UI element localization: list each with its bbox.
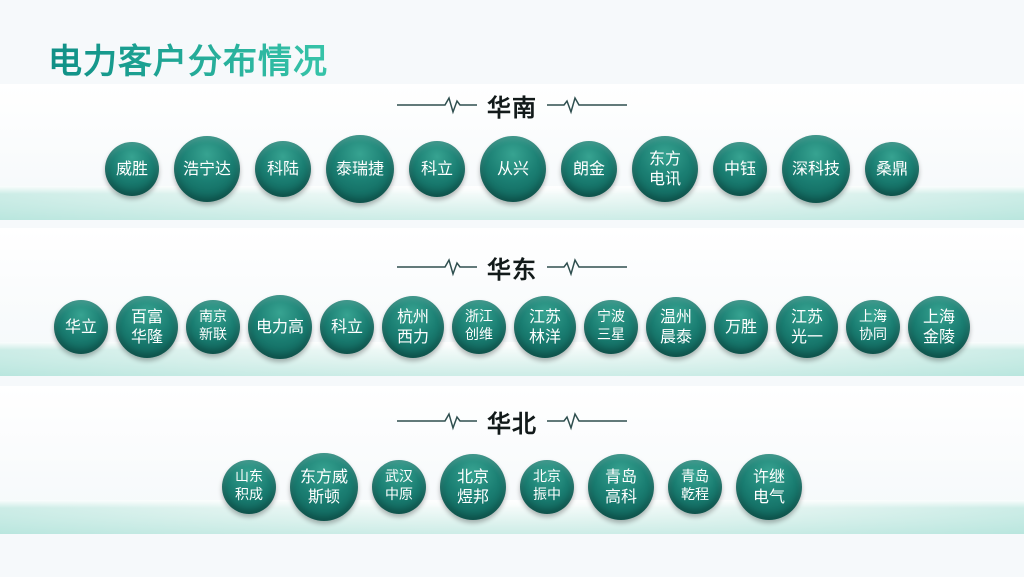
customer-bubble: 宁波 三星	[584, 300, 638, 354]
customer-name: 青岛 乾程	[681, 469, 709, 503]
customer-bubble: 浩宁达	[174, 136, 240, 202]
heartbeat-line-icon	[547, 96, 627, 115]
customer-bubble: 浙江 创维	[452, 300, 506, 354]
customer-bubble: 上海 金陵	[908, 296, 970, 358]
region-header-north: 华北	[0, 406, 1024, 438]
customer-bubble: 威胜	[105, 142, 159, 196]
customer-bubble: 泰瑞捷	[326, 135, 394, 203]
customer-name: 温州 晨泰	[659, 306, 692, 346]
customer-bubble: 青岛 乾程	[668, 460, 722, 514]
customer-name: 青岛 高科	[604, 466, 637, 506]
customer-bubble: 许继 电气	[736, 454, 802, 520]
heartbeat-line-icon	[397, 258, 477, 277]
heartbeat-line-icon	[397, 412, 477, 431]
customer-name: 许继 电气	[752, 466, 785, 506]
customer-name: 江苏 光一	[790, 306, 823, 346]
region-header-south: 华南	[0, 90, 1024, 122]
region-title: 华南	[487, 93, 537, 122]
customer-name: 朗金	[572, 158, 605, 178]
customer-bubble: 电力高	[248, 295, 312, 359]
customer-name: 深科技	[791, 158, 840, 178]
customer-bubble: 东方威 斯顿	[290, 453, 358, 521]
heartbeat-line-icon	[547, 412, 627, 431]
customer-bubble: 朗金	[561, 141, 617, 197]
customer-bubble: 东方 电讯	[632, 136, 698, 202]
customer-bubble: 科陆	[255, 141, 311, 197]
customer-bubble: 从兴	[480, 136, 546, 202]
customer-bubble: 万胜	[714, 300, 768, 354]
customer-bubble: 北京 煜邦	[440, 454, 506, 520]
customer-name: 泰瑞捷	[335, 158, 384, 178]
customer-bubble: 南京 新联	[186, 300, 240, 354]
customer-name: 杭州 西力	[396, 306, 429, 346]
customer-name: 电力高	[255, 316, 304, 336]
customer-name: 中钰	[723, 158, 756, 178]
customer-name: 江苏 林洋	[528, 306, 561, 346]
heartbeat-line-icon	[397, 96, 477, 115]
customer-name: 南京 新联	[199, 309, 227, 343]
region-title: 华北	[487, 409, 537, 438]
customer-name: 科立	[330, 316, 363, 336]
customer-name: 科陆	[266, 158, 299, 178]
customer-bubble: 江苏 光一	[776, 296, 838, 358]
customer-bubble: 百富 华隆	[116, 296, 178, 358]
customer-bubble: 青岛 高科	[588, 454, 654, 520]
customer-name: 北京 振中	[533, 469, 561, 503]
customer-name: 上海 金陵	[922, 306, 955, 346]
floor-gradient	[0, 342, 1024, 376]
customer-name: 北京 煜邦	[456, 466, 489, 506]
customer-bubble: 北京 振中	[520, 460, 574, 514]
customer-name: 华立	[64, 316, 97, 336]
customer-name: 桑鼎	[875, 158, 908, 178]
customer-name: 山东 积成	[235, 469, 263, 503]
page-title: 电力客户分布情况	[48, 34, 328, 83]
customer-bubble: 江苏 林洋	[514, 296, 576, 358]
customer-bubble: 桑鼎	[865, 142, 919, 196]
customer-name: 科立	[420, 158, 453, 178]
customer-bubble: 山东 积成	[222, 460, 276, 514]
region-band-east	[0, 228, 1024, 376]
customer-bubble: 深科技	[782, 135, 850, 203]
customer-name: 百富 华隆	[130, 306, 163, 346]
customer-bubble: 科立	[320, 300, 374, 354]
customer-bubble: 华立	[54, 300, 108, 354]
region-band-north	[0, 386, 1024, 534]
heartbeat-line-icon	[547, 258, 627, 277]
customer-name: 东方 电讯	[648, 148, 681, 188]
customer-bubble: 武汉 中原	[372, 460, 426, 514]
customer-row-north: 山东 积成 东方威 斯顿 武汉 中原 北京 煜邦 北京 振中 青岛 高科 青岛 …	[0, 452, 1024, 522]
customer-name: 威胜	[115, 158, 148, 178]
customer-name: 万胜	[724, 316, 757, 336]
customer-name: 武汉 中原	[385, 469, 413, 503]
customer-name: 浙江 创维	[465, 309, 493, 343]
customer-row-east: 华立 百富 华隆 南京 新联 电力高 科立 杭州 西力 浙江 创维 江苏 林洋 …	[0, 294, 1024, 360]
customer-name: 从兴	[496, 158, 529, 178]
region-header-east: 华东	[0, 252, 1024, 284]
floor-gradient	[0, 500, 1024, 534]
customer-name: 宁波 三星	[597, 309, 625, 343]
region-title: 华东	[487, 255, 537, 284]
customer-row-south: 威胜 浩宁达 科陆 泰瑞捷 科立 从兴 朗金 东方 电讯 中钰 深科技 桑鼎	[0, 135, 1024, 203]
customer-bubble: 科立	[409, 141, 465, 197]
customer-bubble: 中钰	[713, 142, 767, 196]
customer-bubble: 上海 协同	[846, 300, 900, 354]
customer-name: 东方威 斯顿	[299, 466, 348, 506]
customer-name: 上海 协同	[859, 309, 887, 343]
customer-bubble: 杭州 西力	[382, 296, 444, 358]
customer-name: 浩宁达	[182, 158, 231, 178]
customer-bubble: 温州 晨泰	[646, 297, 706, 357]
